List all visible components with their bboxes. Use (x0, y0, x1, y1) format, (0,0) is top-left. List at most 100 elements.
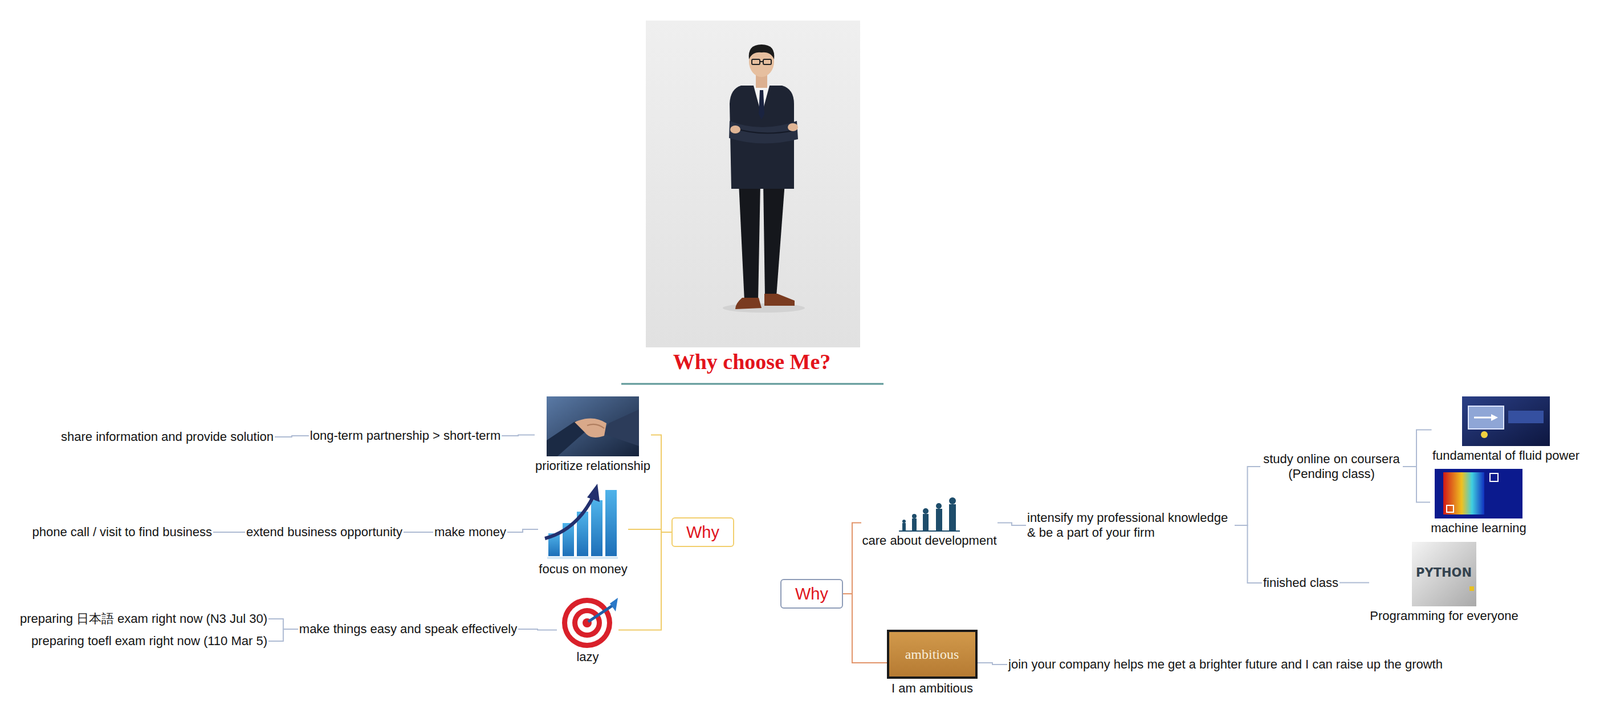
growth-chart-picture-part (547, 556, 618, 559)
topic-label: make things easy and speak effectively (299, 621, 517, 637)
connector (501, 434, 535, 437)
topic-label: focus on money (538, 561, 629, 577)
text-topic: long-term partnership > short-term (308, 428, 502, 443)
portrait-photo-part (729, 120, 799, 144)
development-picture-part (922, 513, 929, 531)
fluid-power-picture (1462, 396, 1550, 446)
topic-label: join your company helps me get a brighte… (1008, 656, 1443, 672)
connector (1402, 466, 1431, 503)
portrait-photo-part (758, 90, 765, 120)
topic-box: Why (780, 578, 844, 609)
development-picture-part (935, 508, 943, 531)
connector (1234, 466, 1261, 525)
machine-learning-picture (1434, 468, 1523, 519)
machine-learning-picture-part (1489, 473, 1498, 482)
picture-topic: I am ambitious (886, 629, 978, 696)
target-picture-part (562, 597, 613, 648)
text-topic: make things easy and speak effectively (298, 621, 519, 637)
topic-label: extend business opportunity (246, 524, 403, 540)
target-picture (562, 597, 618, 648)
topic-label: fundamental of fluid power (1431, 448, 1581, 463)
picture-topic: Programming for everyone (1369, 541, 1520, 624)
topic-label: Why (686, 521, 720, 543)
development-picture-part (898, 530, 960, 532)
picture-topic: prioritize relationship (534, 396, 651, 474)
connector (843, 522, 862, 594)
ambitious-picture (888, 630, 977, 678)
fluid-power-picture-part (1474, 416, 1494, 419)
development-picture-part (912, 513, 917, 519)
portrait-photo-part (764, 293, 795, 306)
connector (518, 628, 557, 630)
portrait-photo-part (763, 182, 785, 297)
portrait-photo-part (738, 182, 761, 301)
python-course-picture-part (1469, 585, 1475, 591)
title-underline (621, 383, 884, 385)
topic-label: Programming for everyone (1369, 608, 1520, 624)
development-picture-part (902, 522, 906, 531)
portrait-photo-part (787, 123, 799, 132)
handshake-picture (546, 396, 639, 457)
fluid-power-picture-part (1480, 430, 1488, 438)
topic-label: long-term partnership > short-term (310, 428, 501, 443)
connector (618, 531, 672, 630)
topic-label: study online on coursera (Pending class) (1261, 451, 1402, 482)
topic-label: lazy (556, 649, 619, 665)
connector (977, 662, 1008, 665)
topic-label: intensify my professional knowledge & be… (1027, 510, 1234, 540)
handshake-picture-part (574, 417, 607, 437)
development-picture-part (902, 519, 906, 523)
portrait-photo-part (759, 60, 764, 63)
picture-topic: fundamental of fluid power (1431, 396, 1581, 463)
portrait-photo (645, 20, 861, 348)
portrait-photo-part (730, 125, 741, 134)
topic-label: Why (795, 583, 829, 604)
connector (403, 531, 434, 533)
connector (213, 531, 246, 533)
handshake-picture-part (587, 424, 605, 429)
target-picture-part (572, 607, 602, 638)
topic-label: I am ambitious (886, 680, 978, 696)
picture-topic: lazy (556, 595, 619, 665)
topic-label: preparing 日本語 exam right now (N3 Jul 30) (19, 611, 268, 626)
portrait-photo-part (748, 44, 775, 60)
development-picture (898, 497, 960, 532)
target-picture-part (567, 602, 608, 643)
picture-topic: machine learning (1430, 468, 1528, 536)
picture-topic: focus on money (538, 481, 629, 577)
topic-label: machine learning (1430, 520, 1528, 536)
development-picture-part (912, 518, 917, 531)
machine-learning-picture-part (1434, 468, 1523, 519)
development-picture-part (949, 497, 956, 504)
picture-caption: PYTHON (1415, 564, 1472, 580)
text-topic: join your company helps me get a brighte… (1007, 656, 1444, 672)
connector (650, 434, 672, 533)
machine-learning-picture-part (1446, 505, 1454, 512)
target-picture-part (577, 612, 597, 633)
connector (1339, 581, 1370, 584)
connector (268, 628, 299, 641)
text-topic: intensify my professional knowledge & be… (1026, 510, 1235, 540)
handshake-picture-part (601, 409, 639, 446)
text-topic: extend business opportunity (245, 524, 404, 540)
development-picture-part (949, 503, 956, 531)
picture-topic: care about development (861, 497, 998, 548)
growth-chart-picture-part (591, 499, 603, 556)
text-topic: share information and provide solution (59, 429, 275, 445)
diagram-title: Why choose Me? (673, 348, 832, 375)
text-topic: phone call / visit to find business (30, 524, 214, 540)
topic-label: phone call / visit to find business (31, 524, 213, 540)
topic-label: preparing toefl exam right now (110 Mar … (31, 633, 268, 649)
target-picture-part (588, 605, 613, 622)
connector (843, 593, 887, 663)
text-topic: make money (433, 524, 508, 540)
connector (1234, 524, 1262, 583)
fluid-power-picture-part (1508, 410, 1544, 423)
topic-label: share information and provide solution (60, 429, 274, 445)
connector (268, 618, 299, 629)
topic-label: finished class (1263, 575, 1339, 590)
ambitious-picture-part (888, 630, 977, 678)
picture-caption: ambitious (905, 645, 960, 662)
text-topic: preparing toefl exam right now (110 Mar … (30, 633, 269, 649)
fluid-power-picture-part (1491, 413, 1498, 421)
